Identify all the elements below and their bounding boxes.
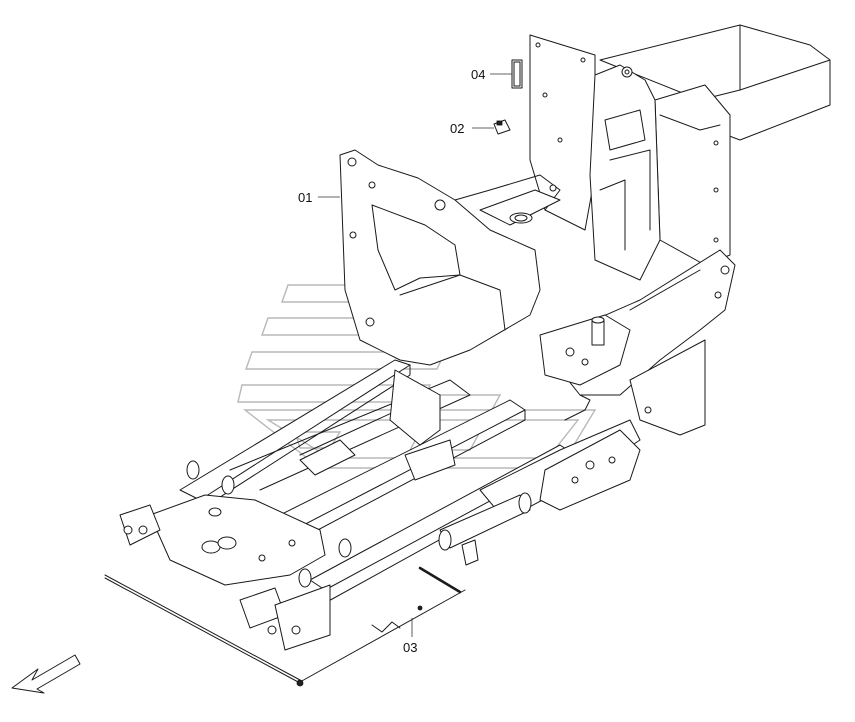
hydraulic-cylinder bbox=[438, 492, 532, 566]
front-vertical-plate bbox=[339, 149, 561, 366]
control-rod bbox=[104, 566, 466, 687]
direction-arrow-icon bbox=[11, 654, 81, 694]
callout-04: 04 bbox=[471, 67, 486, 82]
right-box-housing bbox=[599, 24, 831, 266]
top-deck-valve-block bbox=[539, 314, 631, 386]
callout-03: 03 bbox=[403, 640, 418, 655]
front-step-plate bbox=[149, 494, 326, 586]
part-04-block bbox=[511, 59, 523, 89]
callout-01: 01 bbox=[298, 190, 313, 205]
central-mid-panel bbox=[589, 64, 661, 281]
callout-leader-lines bbox=[318, 73, 512, 637]
front-brackets bbox=[119, 460, 352, 651]
part-02-clip bbox=[493, 119, 511, 135]
rear-upright-panel bbox=[529, 34, 596, 231]
callout-02: 02 bbox=[450, 121, 465, 136]
